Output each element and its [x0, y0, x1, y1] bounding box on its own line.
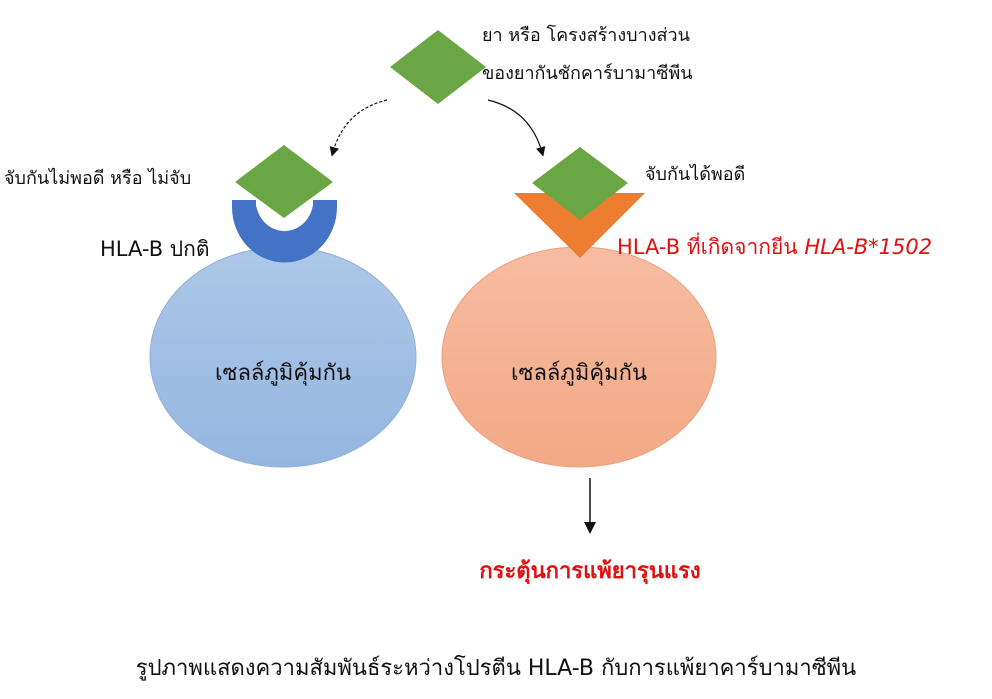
outcome-label: กระตุ้นการแพ้ยารุนแรง: [479, 559, 701, 584]
normal-hla-label: HLA-B ปกติ: [100, 237, 210, 261]
left-cell-label: เซลล์ภูมิคุ้มกัน: [215, 361, 351, 386]
dashed-arrow-left: [329, 99, 388, 157]
variant-hla-label: HLA-B ที่เกิดจากยีน HLA-B*1502: [617, 231, 932, 264]
variant-hla-prefix: HLA-B ที่เกิดจากยีน: [617, 235, 798, 259]
arrow-right: [487, 99, 546, 157]
drug-label-line2: ของยากันชักคาร์บามาซีพีน: [482, 63, 693, 84]
normal-hla-b-receptor: [232, 200, 337, 263]
drug-label-line1: ยา หรือ โครงสร้างบางส่วน: [482, 25, 690, 46]
drug-diamond-top: [390, 30, 486, 104]
right-binding-label: จับกันได้พอดี: [645, 164, 746, 185]
caption: รูปภาพแสดงความสัมพันธ์ระหว่างโปรตีน HLA-…: [135, 656, 857, 681]
left-binding-label: จับกันไม่พอดี หรือ ไม่จับ: [4, 168, 192, 189]
variant-hla-gene: HLA-B*1502: [804, 235, 933, 259]
right-drug-diamond: [532, 147, 628, 220]
right-cell-label: เซลล์ภูมิคุ้มกัน: [511, 361, 647, 386]
variant-hla-b-receptor: [514, 193, 645, 258]
left-drug-diamond: [235, 145, 333, 218]
